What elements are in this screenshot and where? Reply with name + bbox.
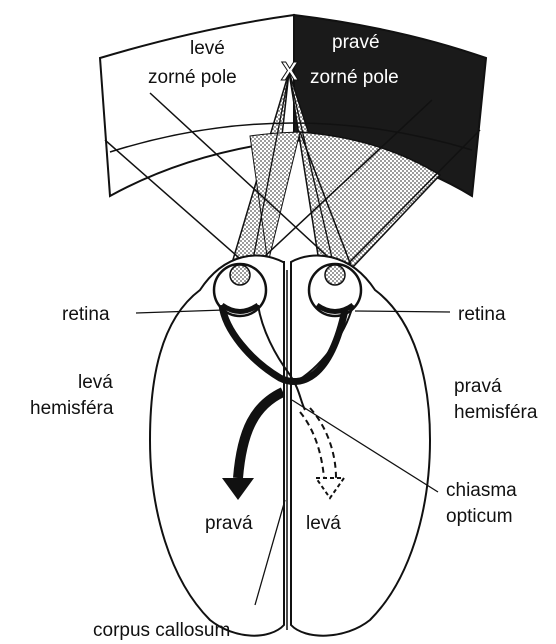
right-hemisphere-label-1: pravá [454,376,502,397]
brain-left-hemisphere [150,255,284,635]
right-field-label-1: pravé [332,32,380,53]
right-field-label-2: zorné pole [310,67,399,88]
retina-right-label: retina [458,304,506,325]
arrow-left-label: levá [306,513,341,534]
arrow-right-label: pravá [205,513,253,534]
retina-left-label: retina [62,304,110,325]
corpus-callosum-label: corpus callosum [93,620,230,641]
left-field-label-2: zorné pole [148,67,237,88]
right-hemisphere-label-2: hemisféra [454,402,538,423]
left-field-label-1: levé [190,38,225,59]
fixation-mark: X [281,56,299,86]
right-eye [309,264,361,316]
chiasma-label-2: opticum [446,506,513,527]
left-hemisphere-label-1: levá [78,372,113,393]
brain-right-hemisphere [291,255,430,635]
chiasma-label-1: chiasma [446,480,517,501]
left-hemisphere-label-2: hemisféra [30,398,114,419]
